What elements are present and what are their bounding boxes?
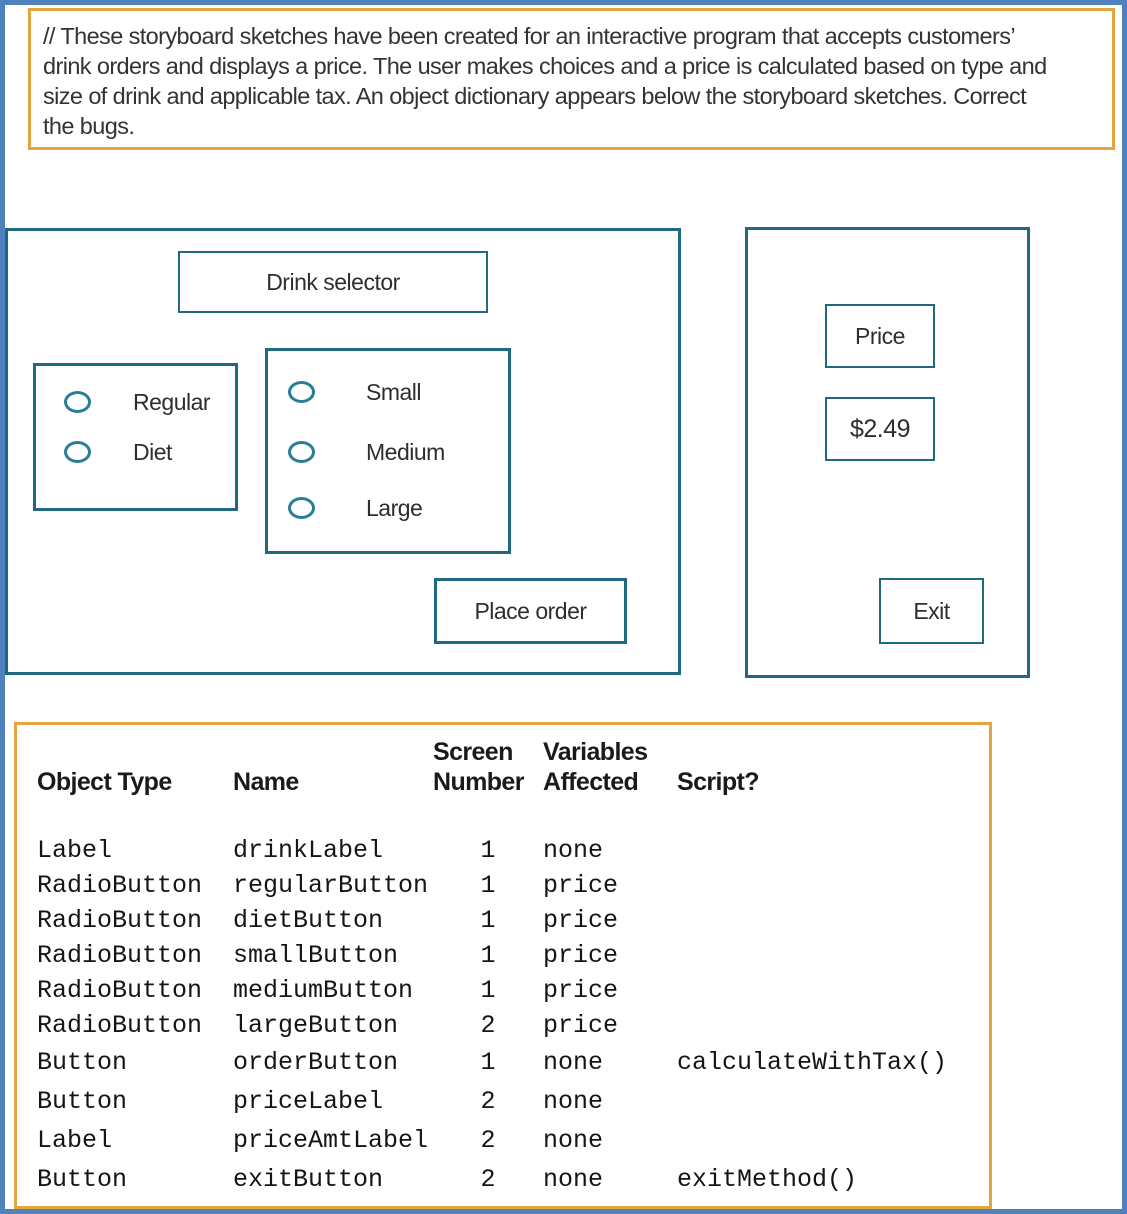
radio-row-regular: Regular	[64, 388, 211, 415]
cell-object-type: RadioButton	[37, 976, 203, 1005]
small-option-label: Small	[366, 378, 422, 405]
drink-type-group: Regular Diet	[33, 363, 238, 511]
cell-screen-number: 1	[480, 871, 496, 900]
cell-variables: price	[543, 871, 619, 900]
instructions-line: // These storyboard sketches have been c…	[43, 23, 1016, 49]
cell-screen-number: 1	[480, 976, 496, 1005]
dict-row: RadioButton mediumButton 1 price	[37, 973, 981, 1008]
instructions-line: drink orders and displays a price. The u…	[43, 53, 1047, 79]
cell-object-type: Label	[37, 1126, 113, 1155]
cell-variables: none	[543, 836, 604, 865]
cell-screen-number: 2	[480, 1011, 496, 1040]
cell-name: smallButton	[233, 941, 399, 970]
cell-variables: price	[543, 1011, 619, 1040]
cell-variables: none	[543, 1165, 604, 1194]
cell-object-type: Button	[37, 1087, 128, 1116]
radio-row-diet: Diet	[64, 439, 172, 465]
price-label-text: Price	[855, 322, 905, 349]
object-dictionary-box: Screen Variables Object Type Name Number…	[14, 722, 992, 1209]
cell-name: drinkLabel	[233, 836, 384, 865]
dict-row: Label priceAmtLabel 2 none	[37, 1121, 981, 1160]
cell-screen-number: 2	[480, 1165, 496, 1194]
drink-selector-label: Drink selector	[178, 251, 488, 313]
instructions-line: size of drink and applicable tax. An obj…	[43, 83, 1027, 109]
place-order-button-sketch: Place order	[434, 578, 627, 644]
cell-object-type: Button	[37, 1165, 128, 1194]
dict-row: Button exitButton 2 none exitMethod()	[37, 1160, 981, 1199]
cell-object-type: Button	[37, 1048, 128, 1077]
header-name: Name	[233, 768, 299, 796]
dict-row: RadioButton smallButton 1 price	[37, 938, 981, 973]
cell-variables: price	[543, 906, 619, 935]
header-script: Script?	[677, 768, 760, 796]
large-option-label: Large	[366, 494, 423, 521]
radio-row-medium: Medium	[288, 439, 445, 465]
cell-screen-number: 1	[480, 941, 496, 970]
medium-option-label: Medium	[366, 438, 445, 465]
cell-screen-number: 2	[480, 1126, 496, 1155]
place-order-text: Place order	[474, 597, 587, 624]
cell-name: exitButton	[233, 1165, 384, 1194]
exit-button-text: Exit	[913, 597, 950, 624]
object-dictionary-rows: Label drinkLabel 1 none RadioButton regu…	[37, 833, 981, 1199]
cell-variables: price	[543, 976, 619, 1005]
diet-option-label: Diet	[133, 438, 172, 465]
cell-name: priceAmtLabel	[233, 1126, 429, 1155]
dict-row: RadioButton largeButton 2 price	[37, 1008, 981, 1043]
dict-row: RadioButton dietButton 1 price	[37, 903, 981, 938]
drink-size-group: Small Medium Large	[265, 348, 511, 554]
header-object-type: Object Type	[37, 768, 172, 796]
cell-screen-number: 1	[480, 836, 496, 865]
cell-name: dietButton	[233, 906, 384, 935]
cell-screen-number: 1	[480, 906, 496, 935]
dict-row: Button orderButton 1 none calculateWithT…	[37, 1043, 981, 1082]
cell-name: mediumButton	[233, 976, 414, 1005]
price-amount-label-sketch: $2.49	[825, 397, 935, 461]
cell-object-type: RadioButton	[37, 871, 203, 900]
cell-object-type: RadioButton	[37, 941, 203, 970]
radio-row-large: Large	[288, 494, 423, 521]
object-dictionary-header: Screen Variables Object Type Name Number…	[37, 737, 981, 797]
dict-row: RadioButton regularButton 1 price	[37, 868, 981, 903]
header-variables-line1: Variables	[543, 738, 648, 766]
price-amount-text: $2.49	[849, 414, 911, 443]
cell-object-type: RadioButton	[37, 906, 203, 935]
cell-script: exitMethod()	[677, 1165, 858, 1194]
price-label-sketch: Price	[825, 304, 935, 368]
cell-name: priceLabel	[233, 1087, 384, 1116]
regular-option-label: Regular	[133, 388, 211, 415]
cell-script: calculateWithTax()	[677, 1048, 948, 1077]
dict-row: Label drinkLabel 1 none	[37, 833, 981, 868]
dict-row: Button priceLabel 2 none	[37, 1082, 981, 1121]
cell-name: largeButton	[233, 1011, 399, 1040]
radio-row-small: Small	[288, 378, 422, 405]
header-variables-line2: Affected	[543, 768, 639, 796]
storyboard-screen-2: Price $2.49 Exit	[745, 227, 1030, 678]
cell-object-type: RadioButton	[37, 1011, 203, 1040]
radio-large-icon	[288, 497, 315, 519]
cell-name: regularButton	[233, 871, 429, 900]
cell-variables: none	[543, 1126, 604, 1155]
storyboard-screen-1: Drink selector Regular Diet Small Medium	[5, 228, 681, 675]
header-screen-line1: Screen	[433, 738, 513, 766]
radio-medium-icon	[288, 441, 315, 463]
cell-screen-number: 2	[480, 1087, 496, 1116]
radio-regular-icon	[64, 391, 91, 413]
drink-selector-text: Drink selector	[266, 268, 400, 295]
exit-button-sketch: Exit	[879, 578, 984, 644]
cell-variables: none	[543, 1048, 604, 1077]
cell-name: orderButton	[233, 1048, 399, 1077]
exercise-instructions-box: // These storyboard sketches have been c…	[28, 8, 1115, 150]
header-screen-line2: Number	[433, 768, 524, 796]
instructions-line: the bugs.	[43, 113, 135, 139]
cell-variables: price	[543, 941, 619, 970]
cell-object-type: Label	[37, 836, 113, 865]
cell-variables: none	[543, 1087, 604, 1116]
cell-screen-number: 1	[480, 1048, 496, 1077]
radio-diet-icon	[64, 441, 91, 463]
radio-small-icon	[288, 381, 315, 403]
